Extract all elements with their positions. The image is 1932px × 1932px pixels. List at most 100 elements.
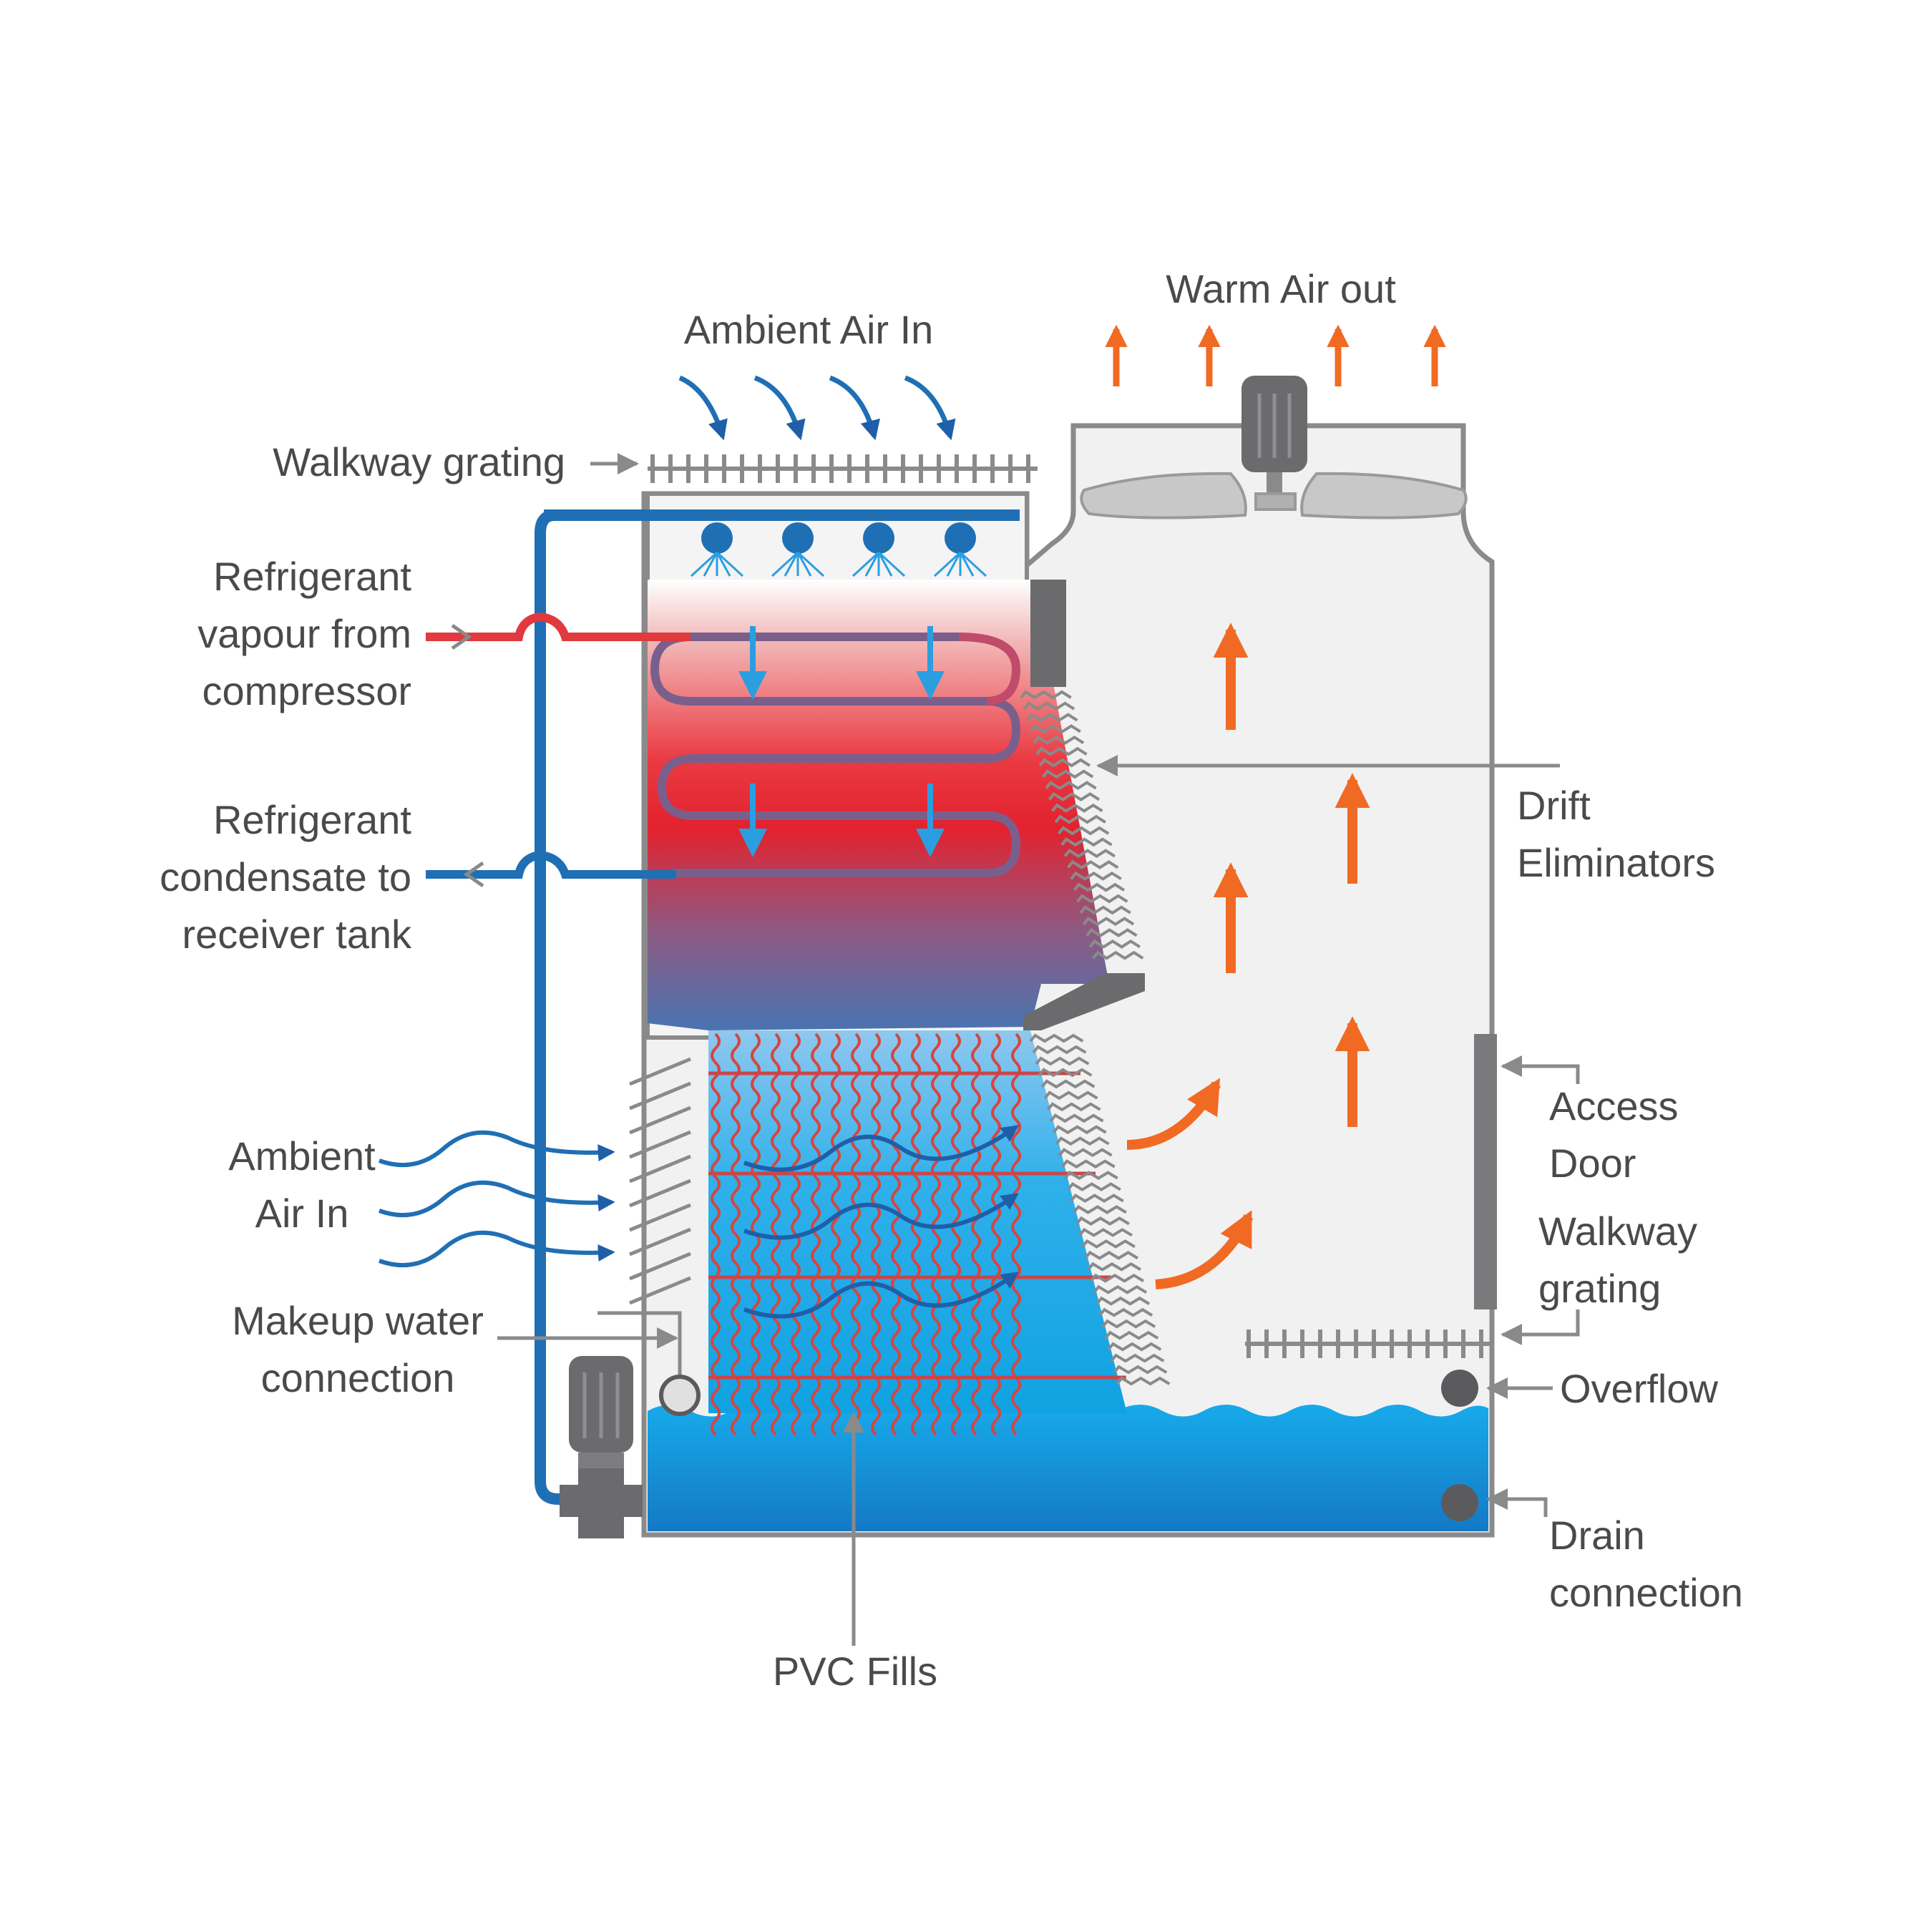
ambient-air-in-side-arrows (378, 1130, 615, 1268)
fill-sheet (991, 1033, 1001, 1436)
fill-sheet (811, 1033, 821, 1436)
drift-eliminator-blade (1032, 1045, 1087, 1055)
air-through-fill-arrow (743, 1125, 1019, 1172)
drift-eliminator-blade (1035, 1056, 1090, 1066)
drift-eliminator-blade (1107, 1342, 1162, 1352)
walkway-grating-right (1245, 1330, 1492, 1358)
spray-nozzle-icon (690, 522, 744, 577)
refrigerant-coil (650, 633, 1021, 877)
drift-eliminator-blade (1070, 871, 1122, 881)
drift-eliminator-blade (1088, 939, 1141, 949)
drift-eliminator-blade (1046, 1102, 1101, 1112)
drift-shelf-upper (1023, 973, 1145, 1030)
label-drain-connection-1: Drain (1549, 1513, 1645, 1558)
drift-eliminator-top-block (1030, 580, 1066, 687)
drift-eliminator-blade (1072, 1204, 1127, 1214)
drift-eliminator-blade (1073, 882, 1126, 892)
drift-eliminator-blade (1048, 791, 1101, 801)
drift-eliminator-blade (1063, 849, 1116, 859)
drift-eliminator-blade (1090, 1273, 1145, 1283)
drift-eliminator-blade (1029, 1033, 1084, 1043)
label-makeup-water-2: connection (261, 1355, 455, 1400)
drift-eliminator-blade (1045, 781, 1097, 791)
drift-eliminator-blade (1098, 1307, 1153, 1317)
label-refrigerant-vapour-2: vapour from (197, 611, 411, 656)
fill-sheet (891, 1033, 901, 1436)
label-access-door-1: Access (1549, 1083, 1679, 1128)
drift-eliminator-blade (1038, 758, 1091, 768)
label-refrigerant-condensate-2: condensate to (160, 854, 411, 899)
labels: Warm Air out Ambient Air In Walkway grat… (160, 266, 1743, 1694)
walkway-grating-top (648, 454, 1038, 483)
label-makeup-water-1: Makeup water (232, 1298, 484, 1343)
water-circulation-pipe (535, 509, 572, 1505)
drift-eliminator-blade (1023, 701, 1075, 711)
label-refrigerant-vapour-1: Refrigerant (213, 554, 411, 599)
label-pointers (497, 453, 1580, 1646)
louver-blade (629, 1081, 691, 1111)
fan-assembly (1080, 376, 1468, 519)
drift-eliminator-blade (1052, 1125, 1107, 1135)
water-spray-down-arrows (738, 626, 945, 857)
drift-eliminator-blade (1069, 1193, 1124, 1203)
fill-sheet (771, 1033, 781, 1436)
fan-blade-icon (1080, 472, 1468, 519)
drift-eliminator-blade (1113, 1365, 1168, 1375)
louver-blade (629, 1106, 691, 1135)
label-overflow: Overflow (1560, 1366, 1718, 1411)
label-ambient-air-in-top: Ambient Air In (684, 307, 934, 352)
louver-blade (629, 1130, 691, 1159)
label-refrigerant-vapour-3: compressor (202, 668, 411, 713)
fill-sheet (1011, 1033, 1021, 1436)
fill-sheet (831, 1033, 841, 1436)
drift-eliminator-blade (1087, 1262, 1142, 1272)
drift-eliminator-blade (1081, 1239, 1136, 1249)
fill-sheet (731, 1033, 741, 1436)
label-walkway-grating-top: Walkway grating (273, 439, 565, 484)
label-access-door-2: Door (1549, 1141, 1636, 1186)
louver-blade (629, 1227, 691, 1257)
louver-blade (629, 1276, 691, 1305)
label-pvc-fills: PVC Fills (773, 1649, 937, 1694)
drift-eliminator-blade (1055, 1136, 1110, 1146)
drift-eliminator-blade (1038, 1068, 1093, 1078)
ambient-air-in-top-arrows (678, 375, 956, 441)
drift-eliminator-blade (1066, 1181, 1121, 1191)
drift-eliminator-blade (1058, 1148, 1113, 1158)
basin-water-surface (648, 1404, 1488, 1531)
louver-blade (629, 1252, 691, 1281)
fill-sheet (931, 1033, 941, 1436)
drift-eliminator-blade (1076, 894, 1128, 904)
drift-eliminator-blade (1104, 1330, 1159, 1340)
drift-eliminator-blade (1093, 1284, 1148, 1294)
label-walkway-grating-right-1: Walkway (1538, 1209, 1697, 1254)
pvc-fill-pack (708, 1030, 1127, 1436)
drift-eliminator-blade (1063, 1171, 1118, 1180)
fill-sheet (711, 1033, 721, 1436)
drift-eliminator-blade (1035, 746, 1088, 756)
fill-sheet (951, 1033, 961, 1436)
drift-eliminator-blade (1082, 917, 1135, 927)
pump-motor-icon (560, 1356, 643, 1538)
drift-eliminator-blade (1043, 1091, 1098, 1101)
drift-eliminator-blade (1042, 769, 1094, 779)
warm-air-out-arrows (1105, 324, 1446, 386)
fill-sheet (851, 1033, 861, 1436)
spray-distribution (544, 509, 1020, 577)
refrigerant-flow-chevrons (451, 623, 484, 888)
spray-nozzle-icon (933, 522, 987, 577)
drift-eliminator-blade (1060, 1159, 1116, 1169)
drift-eliminator-blade (1029, 723, 1081, 733)
spray-nozzle-icon (852, 522, 906, 577)
louver-blade (629, 1154, 691, 1184)
drift-eliminator-blade (1084, 1250, 1138, 1260)
louver-blade (629, 1057, 691, 1086)
air-through-fill-arrow (743, 1193, 1019, 1240)
label-ambient-air-in-side-1: Ambient (228, 1133, 376, 1179)
louver-blade (629, 1203, 691, 1232)
drift-eliminator-blade (1079, 905, 1131, 915)
fill-sheet (971, 1033, 981, 1436)
drift-eliminator-blade (1110, 1353, 1165, 1363)
drift-eliminator-blade (1020, 690, 1072, 700)
internal-air-rising-arrows (1126, 623, 1370, 1289)
